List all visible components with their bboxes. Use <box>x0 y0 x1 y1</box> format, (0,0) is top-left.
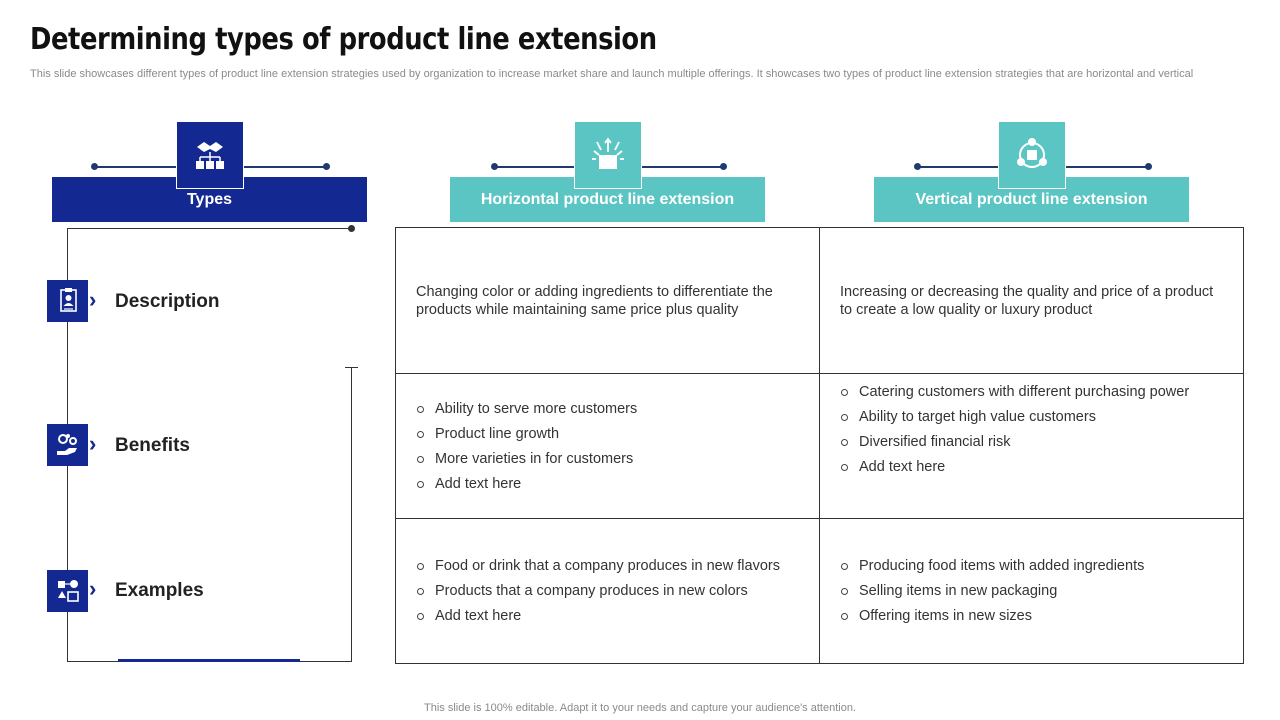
cell-examples-horizontal: Food or drink that a company produces in… <box>395 518 820 664</box>
list-item: Catering customers with different purcha… <box>840 383 1223 401</box>
table-row-benefits: Ability to serve more customers Product … <box>395 373 1244 519</box>
shapes-boxes-icon <box>47 570 88 612</box>
page-title: Determining types of product line extens… <box>30 22 657 57</box>
cell-description-horizontal: Changing color or adding ingredients to … <box>395 227 820 374</box>
vertical-header-label: Vertical product line extension <box>915 190 1148 208</box>
table-row-description: Changing color or adding ingredients to … <box>395 227 1244 374</box>
comparison-table: Changing color or adding ingredients to … <box>395 227 1244 664</box>
box-arrows-icon <box>574 121 642 189</box>
gears-hand-icon <box>47 424 88 466</box>
list-item: Add text here <box>416 475 799 493</box>
horizontal-header: Horizontal product line extension <box>450 177 765 222</box>
vertical-connector-dot-left <box>914 163 921 170</box>
types-connector-dot-right <box>323 163 330 170</box>
list-item: Add text here <box>416 607 799 625</box>
page-subtitle: This slide showcases different types of … <box>30 68 1194 80</box>
list-item: Food or drink that a company produces in… <box>416 557 799 575</box>
examples-horizontal-list: Food or drink that a company produces in… <box>416 557 799 625</box>
cycle-box-icon <box>998 121 1066 189</box>
handshake-hierarchy-icon <box>176 121 244 189</box>
examples-vertical-list: Producing food items with added ingredie… <box>840 557 1223 625</box>
benefits-vertical-list: Catering customers with different purcha… <box>840 383 1223 476</box>
list-item: Offering items in new sizes <box>840 607 1223 625</box>
cell-benefits-vertical: Catering customers with different purcha… <box>819 373 1244 519</box>
types-frame-right <box>351 368 352 662</box>
types-header-label: Types <box>186 190 233 208</box>
types-frame-top <box>67 228 352 229</box>
types-frame-tick <box>345 367 358 368</box>
row-label-description: Description <box>115 291 220 312</box>
list-item: Ability to target high value customers <box>840 408 1223 426</box>
list-item: Producing food items with added ingredie… <box>840 557 1223 575</box>
row-label-benefits: Benefits <box>115 435 190 456</box>
cell-description-vertical: Increasing or decreasing the quality and… <box>819 227 1244 374</box>
table-row-examples: Food or drink that a company produces in… <box>395 518 1244 664</box>
benefits-chevron-icon: › <box>89 431 97 456</box>
list-item: More varieties in for customers <box>416 450 799 468</box>
list-item: Ability to serve more customers <box>416 400 799 418</box>
horizontal-header-label: Horizontal product line extension <box>480 190 735 208</box>
vertical-connector-dot-right <box>1145 163 1152 170</box>
list-item: Diversified financial risk <box>840 433 1223 451</box>
list-item: Product line growth <box>416 425 799 443</box>
list-item: Selling items in new packaging <box>840 582 1223 600</box>
types-frame-accent <box>118 659 300 662</box>
list-item: Add text here <box>840 458 1223 476</box>
horizontal-connector-dot-left <box>491 163 498 170</box>
description-chevron-icon: › <box>89 287 97 312</box>
horizontal-connector-dot-right <box>720 163 727 170</box>
list-item: Products that a company produces in new … <box>416 582 799 600</box>
row-label-examples: Examples <box>115 580 204 601</box>
clipboard-person-icon <box>47 280 88 322</box>
types-connector-dot-left <box>91 163 98 170</box>
types-frame-dot <box>348 225 355 232</box>
cell-benefits-horizontal: Ability to serve more customers Product … <box>395 373 820 519</box>
footer-note: This slide is 100% editable. Adapt it to… <box>424 702 856 714</box>
cell-examples-vertical: Producing food items with added ingredie… <box>819 518 1244 664</box>
examples-chevron-icon: › <box>89 576 97 601</box>
benefits-horizontal-list: Ability to serve more customers Product … <box>416 400 799 493</box>
